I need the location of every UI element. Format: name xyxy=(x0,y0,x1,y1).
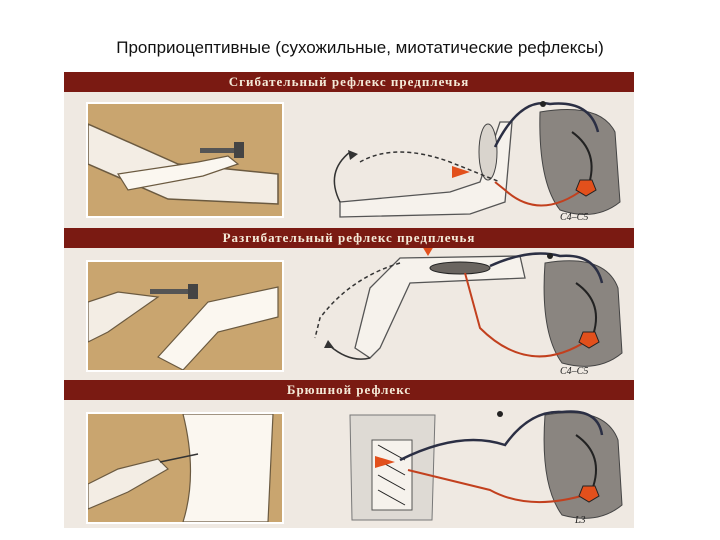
diagram-flexion-reflex-arc xyxy=(333,101,621,218)
photo-extension-test xyxy=(86,260,284,372)
panel-header-extension: Разгибательный рефлекс предплечья xyxy=(64,228,634,248)
panel-header-abdominal: Брюшной рефлекс xyxy=(64,380,634,400)
segment-label: L3 xyxy=(575,515,586,526)
panel-heading: Разгибательный рефлекс предплечья xyxy=(222,230,476,245)
panel-header-flexion: Сгибательный рефлекс предплечья xyxy=(64,72,634,92)
photo-flexion-illustration xyxy=(87,122,279,205)
panel-heading: Сгибательный рефлекс предплечья xyxy=(228,74,470,89)
segment-label: C4–C5 xyxy=(560,212,589,223)
segment-label: C4–C5 xyxy=(560,366,589,377)
photo-abdominal-test xyxy=(86,412,284,524)
page-title: Проприоцептивные (сухожильные, миотатиче… xyxy=(116,38,604,57)
panel-heading: Брюшной рефлекс xyxy=(286,382,412,397)
photo-flexion-test xyxy=(86,102,284,218)
photo-abdominal-illustration xyxy=(87,413,274,523)
diagram-extension-reflex-arc xyxy=(314,248,623,367)
diagram-abdominal-reflex-arc xyxy=(349,410,623,521)
photo-extension-illustration xyxy=(87,284,279,371)
